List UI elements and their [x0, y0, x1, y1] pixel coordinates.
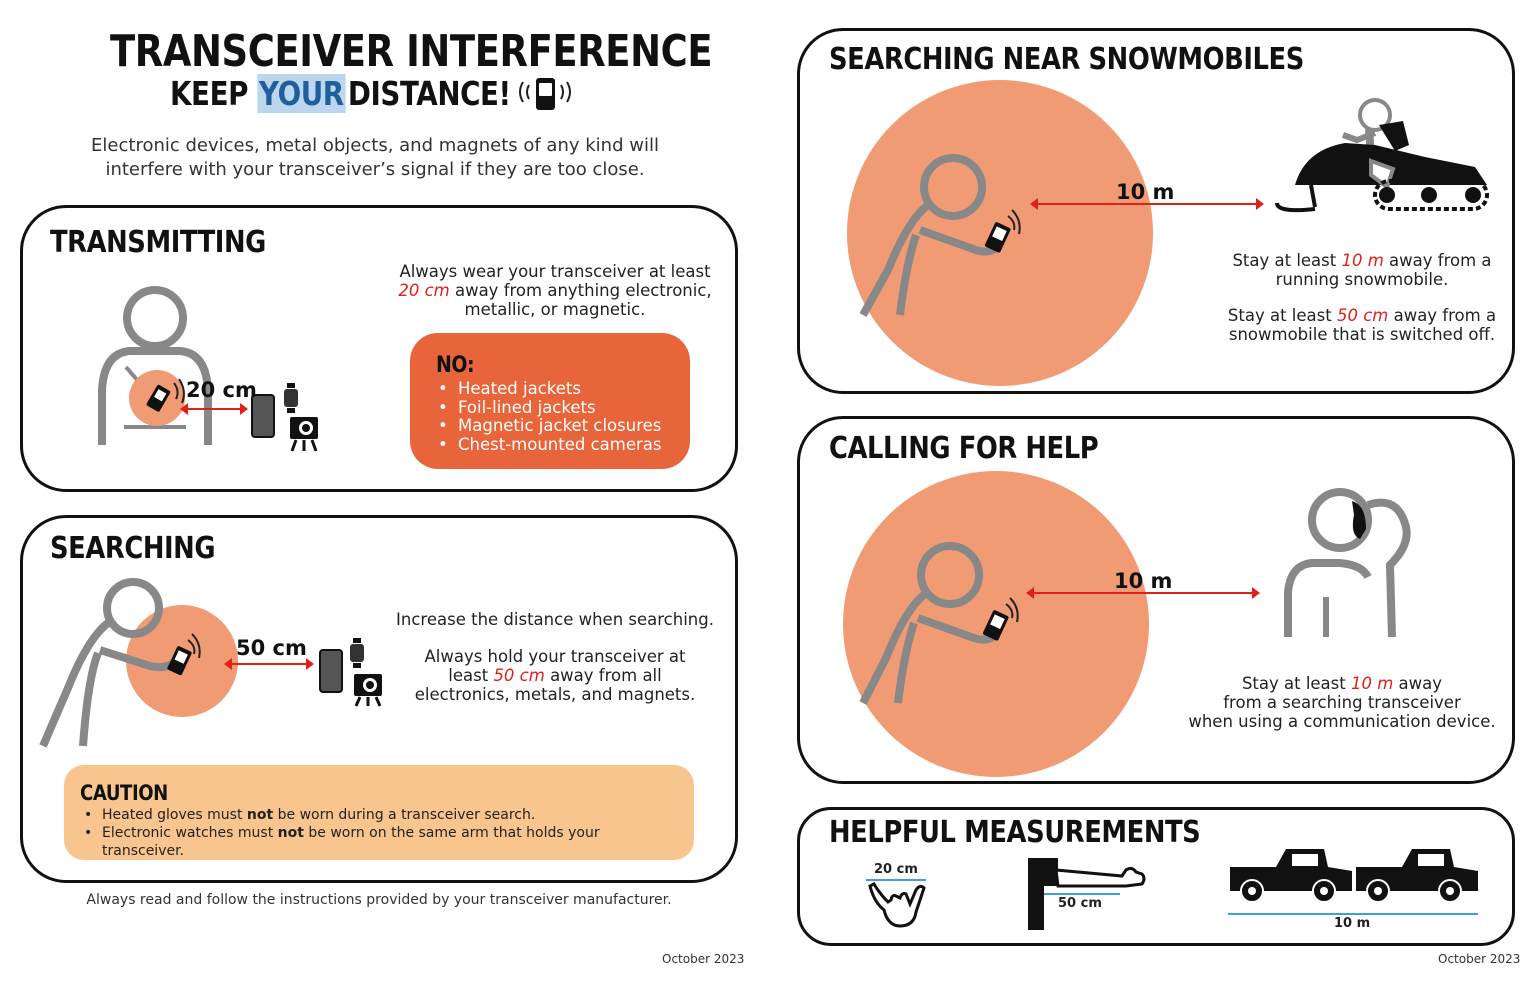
- caution-item-2-post: be worn on the same arm that holds your …: [102, 825, 600, 859]
- transmitting-text-line-1: Always wear your transceiver at least: [399, 262, 711, 281]
- snowmobile-distance-running: 10 m: [1341, 251, 1384, 270]
- searching-text-2-line-2: least 50 cm away from all: [390, 666, 720, 685]
- searching-text-1: Increase the distance when searching.: [396, 610, 714, 629]
- person-wearing-transceiver-illustration: [98, 286, 318, 452]
- snowmobile-text-2-post: away from a: [1388, 306, 1497, 325]
- footer-note: Always read and follow the instructions …: [86, 892, 672, 908]
- caution-item-1-bold: not: [246, 807, 274, 823]
- transmitting-title: TRANSMITTING: [50, 225, 266, 260]
- searching-text: Increase the distance when searching. Al…: [390, 610, 720, 704]
- trucks-measure-line: [1228, 913, 1478, 915]
- caution-box: CAUTION Heated gloves must not be worn d…: [64, 765, 694, 860]
- no-items-box: NO: Heated jackets Foil-lined jackets Ma…: [410, 333, 690, 469]
- calling-text-line-3: when using a communication device.: [1188, 712, 1496, 731]
- caution-item-1-post: be worn during a transceiver search.: [273, 807, 536, 823]
- searching-title: SEARCHING: [50, 531, 216, 566]
- subtitle-highlight: YOUR: [257, 74, 346, 113]
- hand-measure-line: [866, 879, 926, 881]
- snowmobile-text: Stay at least 10 m away from a running s…: [1212, 251, 1512, 344]
- trucks-measure-label: 10 m: [1334, 916, 1371, 931]
- intro-text: Electronic devices, metal objects, and m…: [40, 134, 710, 182]
- distance-label-20cm: 20 cm: [186, 378, 257, 402]
- arm-measure-label: 50 cm: [1058, 896, 1102, 911]
- date-right: October 2023: [1438, 952, 1521, 966]
- person-searching-illustration: [39, 578, 382, 748]
- transceiver-signal-icon: [519, 78, 571, 110]
- transmitting-distance: 20 cm: [398, 281, 450, 300]
- no-item: Heated jackets: [436, 379, 672, 399]
- calling-text-line-2: from a searching transceiver: [1223, 693, 1461, 712]
- no-item: Magnetic jacket closures: [436, 416, 672, 436]
- intro-line-2: interfere with your transceiver’s signal…: [105, 159, 645, 180]
- distance-label-10m: 10 m: [1114, 569, 1173, 593]
- snowmobiles-title: SEARCHING NEAR SNOWMOBILES: [829, 42, 1304, 77]
- distance-arrow-10m: [1030, 198, 1264, 210]
- caution-item-2-bold: not: [277, 825, 304, 841]
- snowmobile-text-2-line-1: Stay at least 50 cm away from a: [1212, 306, 1512, 325]
- no-items-title: NO:: [436, 353, 475, 378]
- calling-distance: 10 m: [1350, 674, 1394, 693]
- intro-line-1: Electronic devices, metal objects, and m…: [91, 135, 659, 156]
- person-searching-illustration: [859, 542, 1019, 705]
- calling-title: CALLING FOR HELP: [829, 431, 1099, 466]
- hand-measure-label: 20 cm: [874, 862, 918, 877]
- snowmobile-text-2-line-2: snowmobile that is switched off.: [1228, 325, 1496, 344]
- calling-text: Stay at least 10 m away from a searching…: [1182, 674, 1502, 731]
- hand-span-icon: [868, 882, 926, 928]
- searching-text-2-line-1: Always hold your transceiver at: [424, 647, 686, 666]
- caution-title: CAUTION: [80, 781, 168, 805]
- subtitle-post: DISTANCE!: [347, 74, 511, 113]
- main-title: TRANSCEIVER INTERFERENCE: [110, 26, 713, 77]
- measurements-title: HELPFUL MEASUREMENTS: [829, 815, 1201, 850]
- snowmobile-illustration: [1275, 98, 1489, 213]
- transmitting-text-line-3: metallic, or magnetic.: [464, 300, 646, 319]
- caution-list: Heated gloves must not be worn during a …: [80, 806, 678, 860]
- caution-item: Heated gloves must not be worn during a …: [80, 806, 678, 824]
- searching-text-2-pre: least: [448, 666, 494, 685]
- distance-label-10m: 10 m: [1116, 180, 1175, 204]
- subtitle-pre: KEEP: [170, 74, 258, 113]
- searching-distance: 50 cm: [493, 666, 545, 685]
- distance-arrow-20cm: [180, 403, 248, 415]
- distance-arrow-50cm: [224, 658, 314, 670]
- two-trucks-icon: [1230, 849, 1478, 903]
- distance-arrow-10m: [1026, 587, 1260, 599]
- no-items-list: Heated jackets Foil-lined jackets Magnet…: [436, 379, 672, 455]
- snowmobile-text-1-line-1: Stay at least 10 m away from a: [1212, 251, 1512, 270]
- searching-text-2-post: away from all: [544, 666, 662, 685]
- no-item: Chest-mounted cameras: [436, 435, 672, 455]
- transmitting-text-line-2-rest: away from anything electronic,: [449, 281, 712, 300]
- calling-text-line-1: Stay at least 10 m away: [1182, 674, 1502, 693]
- person-on-phone-illustration: [1284, 488, 1411, 638]
- snowmobile-text-1-post: away from a: [1383, 251, 1492, 270]
- caution-item-2-pre: Electronic watches must: [102, 825, 278, 841]
- caution-item-1-pre: Heated gloves must: [102, 807, 247, 823]
- transmitting-text-line-2: 20 cm away from anything electronic,: [380, 281, 730, 300]
- transmitting-text: Always wear your transceiver at least 20…: [380, 262, 730, 319]
- arm-span-icon: [1028, 858, 1146, 930]
- caution-item: Electronic watches must not be worn on t…: [80, 824, 678, 860]
- person-searching-illustration: [859, 154, 1021, 317]
- snowmobile-text-1-pre: Stay at least: [1232, 251, 1342, 270]
- calling-text-post: away: [1393, 674, 1443, 693]
- no-item: Foil-lined jackets: [436, 398, 672, 418]
- snowmobile-distance-off: 50 cm: [1336, 306, 1389, 325]
- arm-measure-line: [1044, 893, 1120, 895]
- distance-label-50cm: 50 cm: [236, 636, 307, 660]
- date-left: October 2023: [662, 952, 745, 966]
- snowmobile-text-1-line-2: running snowmobile.: [1275, 270, 1449, 289]
- searching-text-2-line-3: electronics, metals, and magnets.: [414, 685, 696, 704]
- calling-text-pre: Stay at least: [1241, 674, 1351, 693]
- snowmobile-text-2-pre: Stay at least: [1227, 306, 1337, 325]
